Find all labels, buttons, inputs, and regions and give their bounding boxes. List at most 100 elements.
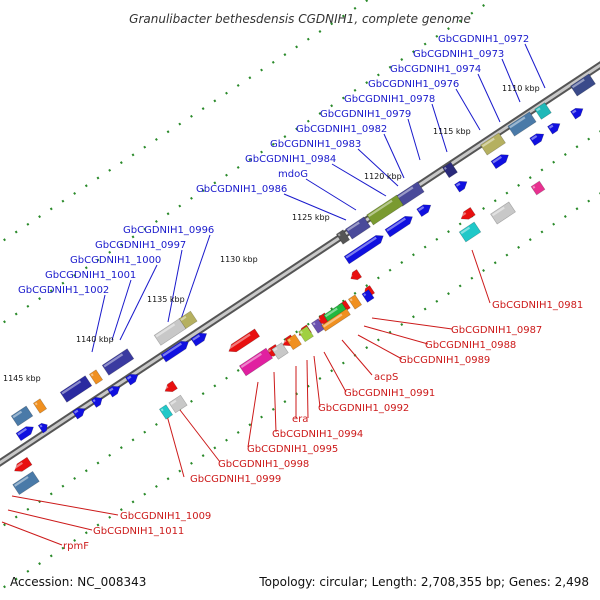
- gene-block-top: [335, 229, 351, 245]
- gene-highlight: [227, 333, 251, 350]
- connector-line: [477, 73, 501, 123]
- gene-highlight: [532, 185, 536, 189]
- connector-line: [501, 58, 521, 103]
- gene-highlight: [273, 347, 278, 352]
- gene-shape: [160, 340, 189, 363]
- gene-label-0972[interactable]: GbCGDNIH1_0972: [438, 34, 529, 45]
- connector-line: [119, 264, 158, 341]
- gene-shape: [570, 73, 596, 97]
- gene-label-0984[interactable]: GbCGDNIH1_0984: [245, 154, 336, 165]
- gene-highlight: [170, 399, 177, 405]
- gene-label-0989[interactable]: GbCGDNIH1_0989: [399, 355, 490, 366]
- map-title: Granulibacter bethesdensis CGDNIH1, comp…: [129, 12, 471, 26]
- gene-shape: [416, 204, 432, 218]
- gene-highlight: [349, 274, 353, 278]
- gene-highlight: [103, 353, 124, 368]
- gene-shape: [321, 308, 351, 332]
- gene-label-0999[interactable]: GbCGDNIH1_0999: [190, 474, 281, 485]
- gene-label-0973[interactable]: GbCGDNIH1_0973: [413, 49, 504, 60]
- gene-label-0991[interactable]: GbCGDNIH1_0991: [344, 388, 435, 399]
- gene-label-0981[interactable]: GbCGDNIH1_0981: [492, 300, 583, 311]
- gene-label-0982[interactable]: GbCGDNIH1_0982: [296, 124, 387, 135]
- gene-highlight: [443, 166, 447, 170]
- gene-block-top: [88, 369, 104, 385]
- tick-guide-line: [0, 192, 600, 592]
- top-gene-labels: GbCGDNIH1_0972 GbCGDNIH1_0973 GbCGDNIH1_…: [18, 34, 529, 296]
- gene-highlight: [12, 410, 23, 419]
- gene-block-top: [570, 73, 596, 97]
- gene-block-bottom: [286, 333, 302, 351]
- gene-arrow-forward: [529, 133, 545, 147]
- gene-shape: [238, 347, 274, 377]
- gene-label-1000[interactable]: GbCGDNIH1_1000: [70, 255, 161, 266]
- gene-shape: [90, 396, 103, 408]
- gene-label-0995[interactable]: GbCGDNIH1_0995: [247, 444, 338, 455]
- gene-arrow-forward: [107, 385, 121, 398]
- connector-line: [306, 359, 309, 419]
- gene-shape: [101, 348, 135, 376]
- gene-label-era[interactable]: era: [292, 414, 308, 425]
- gene-label-0996[interactable]: GbCGDNIH1_0996: [123, 225, 214, 236]
- gene-label-0987[interactable]: GbCGDNIH1_0987: [451, 325, 542, 336]
- gene-highlight: [162, 342, 182, 357]
- gene-label-1002[interactable]: GbCGDNIH1_1002: [18, 285, 109, 296]
- connector-line: [407, 118, 421, 161]
- gene-arrow-forward: [15, 426, 34, 442]
- gene-shape: [490, 154, 509, 170]
- gene-block-top: [153, 318, 187, 346]
- gene-arrow-reverse: [460, 206, 476, 220]
- gene-highlight: [386, 217, 406, 232]
- gene-arrow-forward: [125, 373, 139, 386]
- gene-shape: [534, 102, 552, 120]
- connector-line: [111, 279, 132, 341]
- kbp-tick-labels: 1110 kbp 1115 kbp 1120 kbp 1125 kbp 1130…: [3, 84, 540, 383]
- gene-label-0978[interactable]: GbCGDNIH1_0978: [344, 94, 435, 105]
- gene-label-0983[interactable]: GbCGDNIH1_0983: [270, 139, 361, 150]
- gene-label-0974[interactable]: GbCGDNIH1_0974: [390, 64, 481, 75]
- gene-highlight: [363, 293, 367, 297]
- gene-block-bottom: [12, 470, 40, 496]
- gene-arrow-reverse: [163, 380, 178, 393]
- gene-highlight: [163, 385, 169, 390]
- gene-highlight: [299, 330, 303, 334]
- gene-highlight: [126, 375, 132, 380]
- gene-label-rpmF[interactable]: rpmF: [63, 541, 89, 552]
- connector-line: [363, 325, 429, 345]
- gene-shape: [12, 470, 40, 496]
- gene-label-0992[interactable]: GbCGDNIH1_0992: [318, 403, 409, 414]
- connector-line: [341, 339, 373, 376]
- gene-label-1009[interactable]: GbCGDNIH1_1009: [120, 511, 211, 522]
- connector-line: [1, 521, 63, 546]
- gene-block-top: [101, 348, 135, 376]
- gene-label-0998[interactable]: GbCGDNIH1_0998: [218, 459, 309, 470]
- gene-highlight: [346, 221, 360, 232]
- gene-highlight: [13, 461, 23, 470]
- gene-arrow-forward: [490, 154, 509, 170]
- gene-arrow-forward: [72, 407, 86, 420]
- gene-block-top: [507, 111, 537, 137]
- gene-label-0994[interactable]: GbCGDNIH1_0994: [272, 429, 363, 440]
- gene-label-1001[interactable]: GbCGDNIH1_1001: [45, 270, 136, 281]
- gene-arrow-forward: [190, 332, 208, 347]
- gene-label-1011[interactable]: GbCGDNIH1_1011: [93, 526, 184, 537]
- gene-highlight: [397, 186, 414, 199]
- gene-label-mdoG[interactable]: mdoG: [278, 169, 308, 180]
- gene-shape: [271, 342, 289, 360]
- gene-shape: [460, 206, 476, 220]
- gene-label-0979[interactable]: GbCGDNIH1_0979: [320, 109, 411, 120]
- gene-block-bottom: [458, 221, 482, 243]
- gene-label-0976[interactable]: GbCGDNIH1_0976: [368, 79, 459, 90]
- gene-shape: [72, 407, 86, 420]
- connector-line: [179, 409, 221, 463]
- gene-block-top: [534, 102, 552, 120]
- gene-shape: [458, 221, 482, 243]
- gene-label-0997[interactable]: GbCGDNIH1_0997: [95, 240, 186, 251]
- gene-highlight: [192, 334, 201, 341]
- gene-label-0988[interactable]: GbCGDNIH1_0988: [425, 340, 516, 351]
- gene-highlight: [492, 155, 502, 164]
- gene-label-acpS[interactable]: acpS: [374, 372, 398, 383]
- gene-highlight: [180, 315, 187, 321]
- gene-label-0986[interactable]: GbCGDNIH1_0986: [196, 184, 287, 195]
- gene-highlight: [418, 206, 425, 212]
